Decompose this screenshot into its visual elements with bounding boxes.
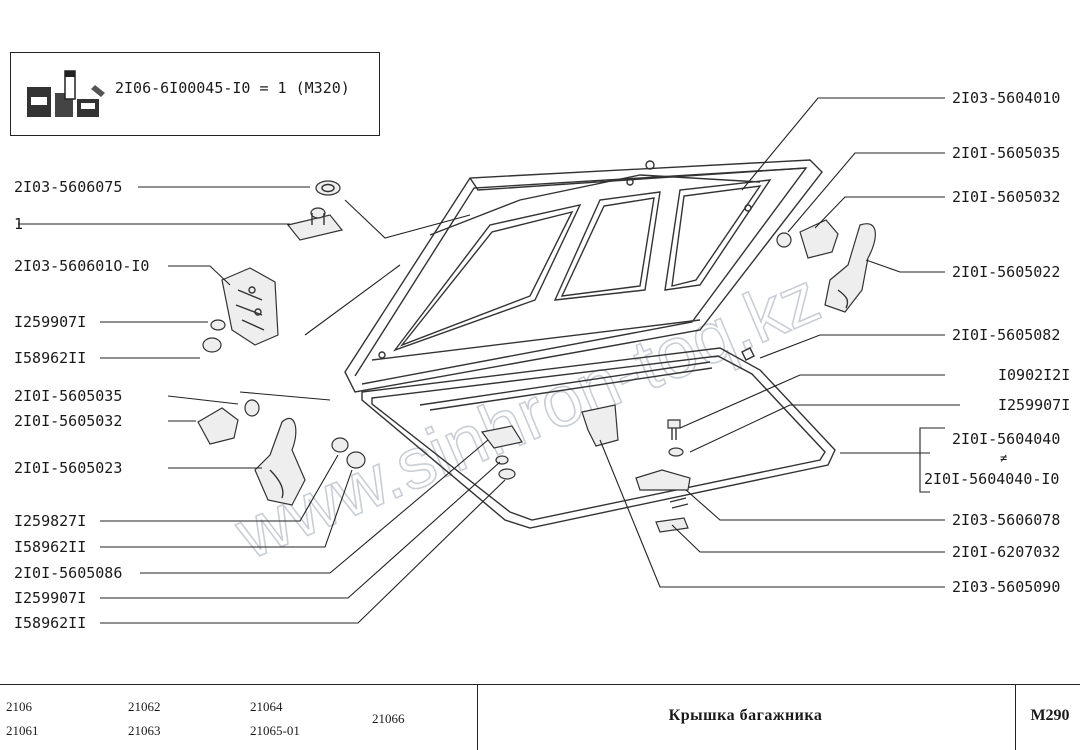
page-title: Крышка багажника bbox=[668, 707, 823, 724]
label-2i0i-5605023: 2I0I-5605023 bbox=[14, 459, 122, 477]
label-2i03-5606010-i0: 2I03-560601O-I0 bbox=[14, 257, 149, 275]
label-2i03-5604010: 2I03-5604010 bbox=[952, 89, 1060, 107]
label-i259907i-left-bottom: I259907I bbox=[14, 589, 86, 607]
alt-mark: ≠ bbox=[1000, 451, 1007, 465]
repair-kit-icon bbox=[27, 70, 105, 117]
label-1: 1 bbox=[14, 215, 23, 233]
trunk-lid-frame bbox=[344, 159, 823, 393]
divider bbox=[1015, 685, 1016, 750]
label-2i0i-5605035-left: 2I0I-5605035 bbox=[14, 387, 122, 405]
label-2i0i-5604040: 2I0I-5604040 bbox=[952, 430, 1060, 448]
label-2i0i-5605086: 2I0I-5605086 bbox=[14, 564, 122, 582]
label-2i0i-5604040-i0: 2I0I-5604040-I0 bbox=[924, 470, 1059, 488]
label-2i0i-5605082: 2I0I-5605082 bbox=[952, 326, 1060, 344]
model-21062: 21062 bbox=[128, 699, 161, 714]
label-2i0i-5605032-left: 2I0I-5605032 bbox=[14, 412, 122, 430]
label-2i0i-6207032: 2I0I-6207032 bbox=[952, 543, 1060, 561]
label-i0902i2i: I0902I2I bbox=[998, 366, 1070, 384]
trunk-lid-exploded-diagram: www.sinhron-toq.kz bbox=[14, 89, 1070, 632]
repair-kit-box: 2I06-6I00045-I0 = 1 (M320) bbox=[10, 52, 380, 136]
label-2i03-5606078: 2I03-5606078 bbox=[952, 511, 1060, 529]
label-i259827i: I259827I bbox=[14, 512, 86, 530]
small-parts bbox=[197, 180, 876, 533]
model-2106: 2106 bbox=[6, 699, 32, 714]
label-i58962ii-left-mid: I58962II bbox=[14, 538, 86, 556]
label-i58962ii-left-top: I58962II bbox=[14, 349, 86, 367]
label-i58962ii-left-bottom: I58962II bbox=[14, 614, 86, 632]
label-i259907i-right: I259907I bbox=[998, 396, 1070, 414]
label-2i0i-5605022: 2I0I-5605022 bbox=[952, 263, 1060, 281]
label-i259907i-left-top: I259907I bbox=[14, 313, 86, 331]
trunk-seal bbox=[361, 347, 836, 529]
model-21061: 21061 bbox=[6, 723, 39, 738]
title-block: 2106 21061 21062 21063 21064 21065-01 21… bbox=[0, 684, 1080, 750]
label-2i0i-5605032-right: 2I0I-5605032 bbox=[952, 188, 1060, 206]
model-21063: 21063 bbox=[128, 723, 161, 738]
leader-lines bbox=[18, 97, 960, 624]
model-21064: 21064 bbox=[250, 699, 283, 714]
label-2i0i-5605035-right: 2I0I-5605035 bbox=[952, 144, 1060, 162]
sheet-number: M290 bbox=[1030, 707, 1070, 724]
model-21065-01: 21065-01 bbox=[250, 723, 300, 738]
label-2i03-5605090: 2I03-5605090 bbox=[952, 578, 1060, 596]
model-21066: 21066 bbox=[372, 711, 405, 726]
part-labels: 2I03-5604010 2I0I-5605035 2I0I-5605032 2… bbox=[14, 89, 1070, 632]
repair-kit-formula: 2I06-6I00045-I0 = 1 (M320) bbox=[115, 79, 350, 97]
divider bbox=[477, 685, 478, 750]
label-2i03-5606075: 2I03-5606075 bbox=[14, 178, 122, 196]
